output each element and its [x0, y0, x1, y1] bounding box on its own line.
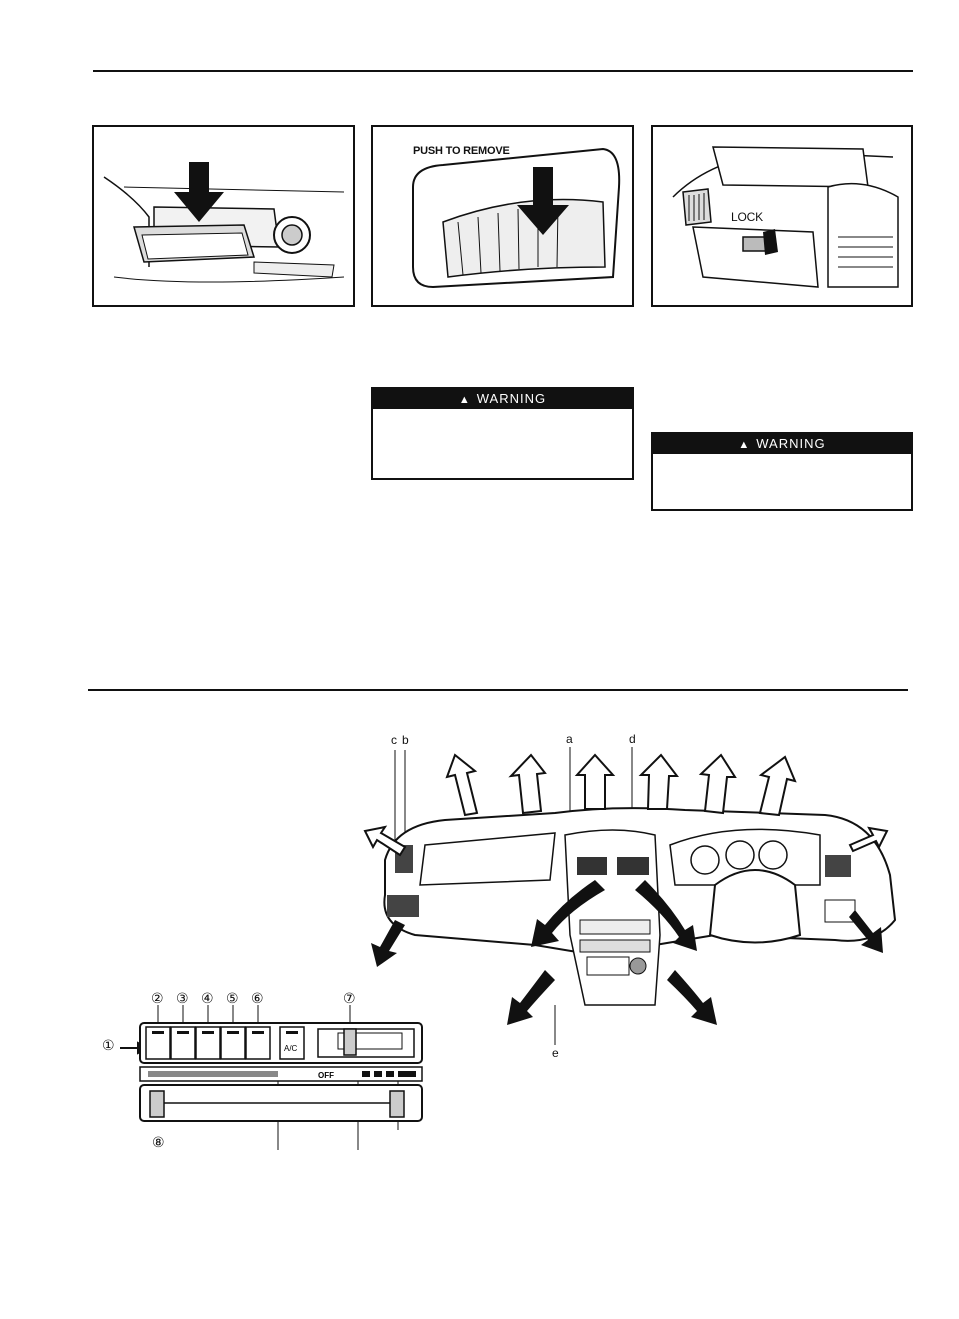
push-to-remove-label: PUSH TO REMOVE — [413, 145, 510, 157]
warning-header-2: ▲ WARNING — [653, 434, 911, 454]
warning-box-2: ▲ WARNING — [651, 432, 913, 511]
warning-triangle-icon: ▲ — [458, 394, 471, 406]
heater-control-panel: A/C OFF — [120, 1005, 423, 1150]
warning-title-1: WARNING — [476, 391, 547, 406]
panel-number-7: ⑦ — [343, 991, 356, 1007]
callout-e: e — [552, 1046, 559, 1060]
panel-number-2: ② — [151, 991, 164, 1007]
callout-c: c — [391, 733, 397, 747]
panel-number-4: ④ — [201, 991, 214, 1007]
off-label: OFF — [318, 1071, 334, 1080]
dashboard-airflow-illustration — [363, 747, 897, 1045]
callout-a: a — [566, 732, 573, 746]
warning-box-1: ▲ WARNING — [371, 387, 634, 480]
top-rule — [93, 70, 913, 72]
panel-number-3: ③ — [176, 991, 189, 1007]
callout-b: b — [402, 733, 409, 747]
ac-label: A/C — [284, 1044, 298, 1053]
callout-d: d — [629, 732, 636, 746]
push-remove-illustration — [412, 147, 621, 289]
figure-push-to-remove: PUSH TO REMOVE — [371, 125, 634, 307]
lock-illustration — [672, 146, 899, 288]
figure-glovebox-lock: LOCK — [651, 125, 913, 307]
panel-number-6: ⑥ — [251, 991, 264, 1007]
middle-rule — [88, 689, 908, 691]
figure-ashtray — [92, 125, 355, 307]
warning-triangle-icon: ▲ — [738, 439, 751, 451]
warning-title-2: WARNING — [756, 436, 826, 451]
lock-label: LOCK — [731, 210, 763, 224]
warning-header-1: ▲ WARNING — [373, 389, 632, 409]
panel-number-5: ⑤ — [226, 991, 239, 1007]
panel-number-1: ① — [102, 1038, 115, 1054]
ashtray-illustration — [103, 162, 345, 283]
panel-number-8: ⑧ — [152, 1135, 165, 1151]
